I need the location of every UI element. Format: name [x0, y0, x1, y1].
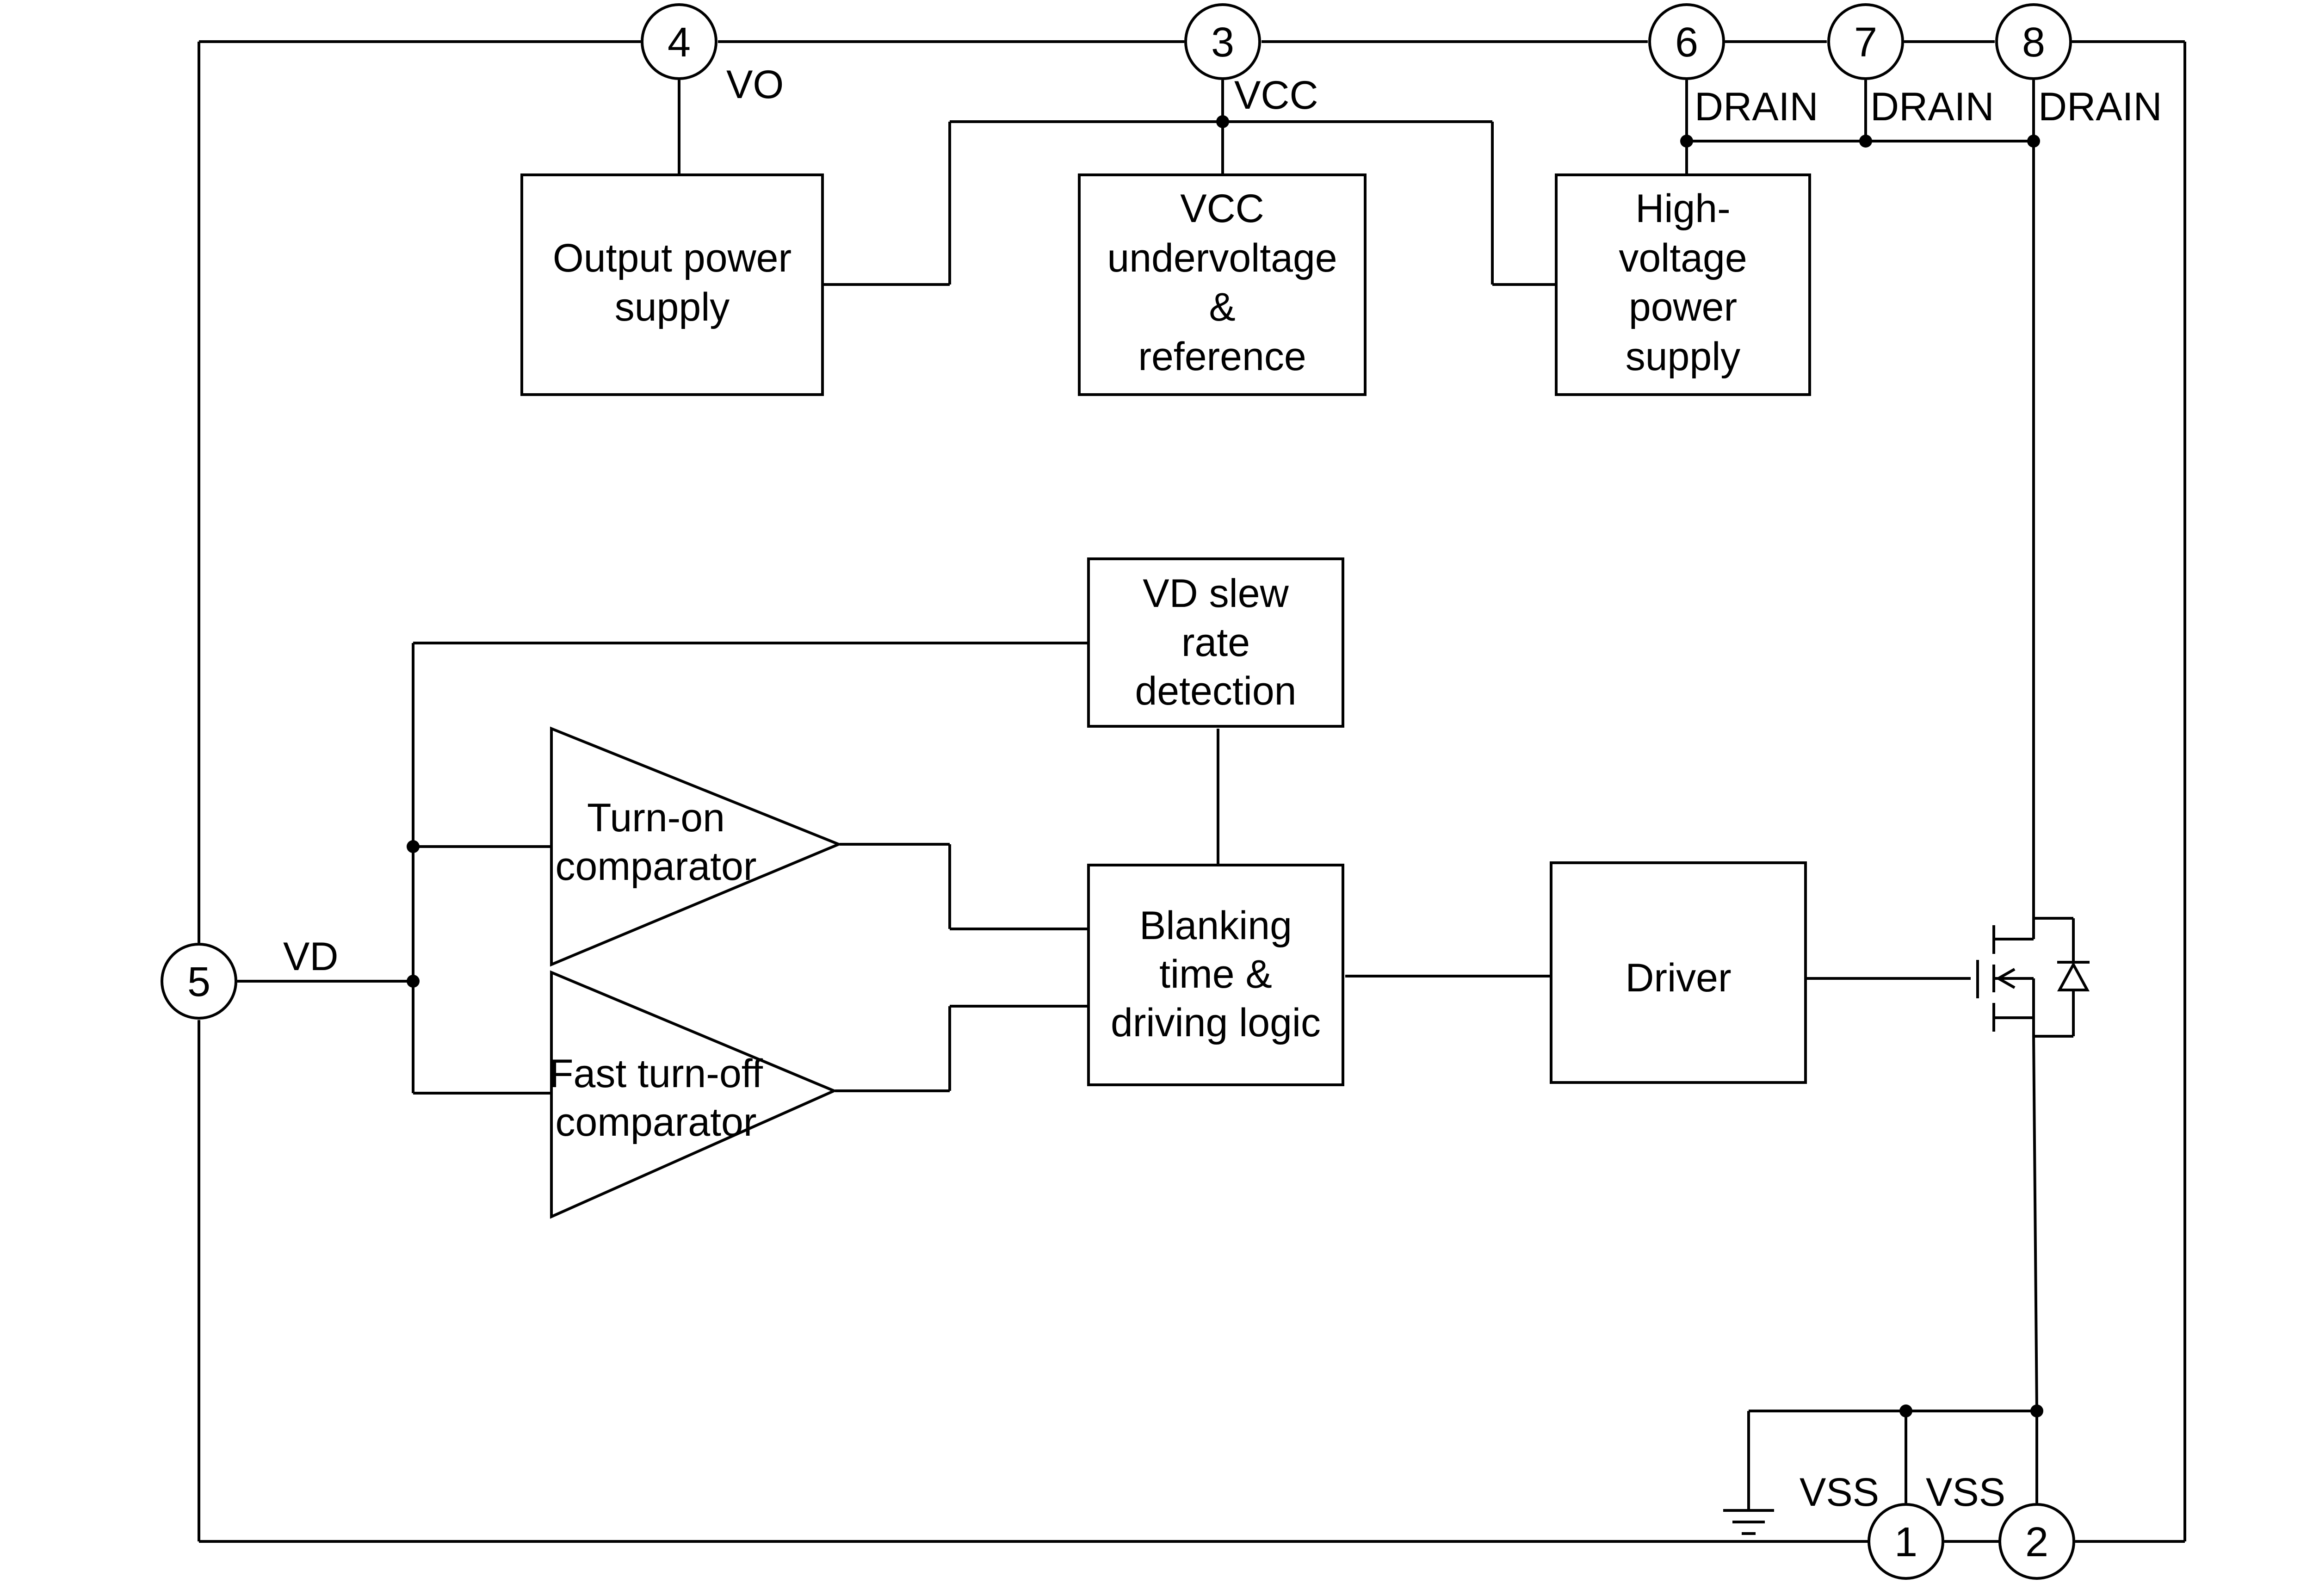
- pin-4: 4 VO: [641, 3, 784, 107]
- pin-8: 8 DRAIN: [1995, 3, 2162, 129]
- top-wiring: [678, 80, 2040, 918]
- pin-3: 3 VCC: [1184, 3, 1318, 118]
- pin-label: VSS: [1800, 1470, 1879, 1515]
- vd-wiring: [237, 642, 1091, 1095]
- block-label: rate: [1181, 620, 1250, 665]
- block-label: supply: [1626, 334, 1741, 379]
- pin-number: 7: [1854, 19, 1877, 66]
- block-label: driving logic: [1111, 1001, 1321, 1045]
- pin-label: VSS: [1926, 1470, 2005, 1515]
- comparator-label: comparator: [556, 1100, 757, 1144]
- pin-label: VO: [726, 62, 784, 107]
- pin-number: 6: [1675, 19, 1698, 66]
- logic-wiring: [835, 729, 1971, 1092]
- vss-wiring: [1747, 1036, 2043, 1510]
- block-label: supply: [615, 285, 730, 329]
- pin-6: 6 DRAIN: [1648, 3, 1818, 129]
- block-label: voltage: [1619, 236, 1747, 280]
- blanking-logic-block: Blanking time & driving logic: [1087, 864, 1344, 1086]
- block-label: reference: [1138, 334, 1306, 379]
- block-label: VD slew: [1143, 571, 1289, 616]
- block-label: Output power: [553, 236, 792, 280]
- pin-label: VCC: [1234, 73, 1318, 118]
- pin-label: VD: [283, 934, 338, 979]
- pin-number: 8: [2022, 19, 2045, 66]
- block-label: Driver: [1625, 956, 1731, 1000]
- driver-block: Driver: [1550, 861, 1807, 1084]
- block-label: &: [1209, 285, 1235, 329]
- ground-icon: [1723, 1509, 1774, 1535]
- block-label: VCC: [1180, 186, 1264, 231]
- mosfet-symbol: [1976, 917, 2090, 1038]
- pin-number: 2: [2025, 1519, 2048, 1565]
- pin-label: DRAIN: [1695, 85, 1818, 129]
- comparator-label: comparator: [556, 844, 757, 889]
- block-label: time &: [1159, 952, 1272, 996]
- comparator-label: Turn-on: [587, 796, 725, 840]
- pin-2: 2 VSS: [1926, 1470, 2075, 1580]
- high-voltage-supply-block: High- voltage power supply: [1555, 173, 1811, 396]
- package-outline: [198, 40, 2186, 1543]
- pin-1: 1 VSS: [1800, 1470, 1944, 1580]
- block-label: detection: [1135, 669, 1296, 713]
- vcc-undervoltage-block: VCC undervoltage & reference: [1078, 173, 1367, 396]
- block-label: High-: [1635, 186, 1731, 231]
- pin-number: 1: [1894, 1519, 1917, 1565]
- fast-turn-off-comparator: Fast turn-off comparator: [549, 970, 838, 1219]
- comparator-label: Fast turn-off: [549, 1052, 763, 1096]
- block-label: Blanking: [1139, 903, 1292, 948]
- pin-number: 4: [668, 19, 691, 66]
- pin-label: DRAIN: [2038, 85, 2162, 129]
- slew-rate-detection-block: VD slew rate detection: [1087, 557, 1344, 728]
- block-label: undervoltage: [1107, 236, 1337, 280]
- pin-label: DRAIN: [1870, 85, 1994, 129]
- output-power-supply-block: Output power supply: [520, 173, 824, 396]
- pin-5: 5 VD: [161, 934, 338, 1020]
- pin-number: 5: [187, 959, 210, 1005]
- pin-number: 3: [1211, 19, 1234, 66]
- turn-on-comparator: Turn-on comparator: [550, 726, 842, 967]
- block-label: power: [1629, 285, 1737, 329]
- pin-7: 7 DRAIN: [1827, 3, 1994, 129]
